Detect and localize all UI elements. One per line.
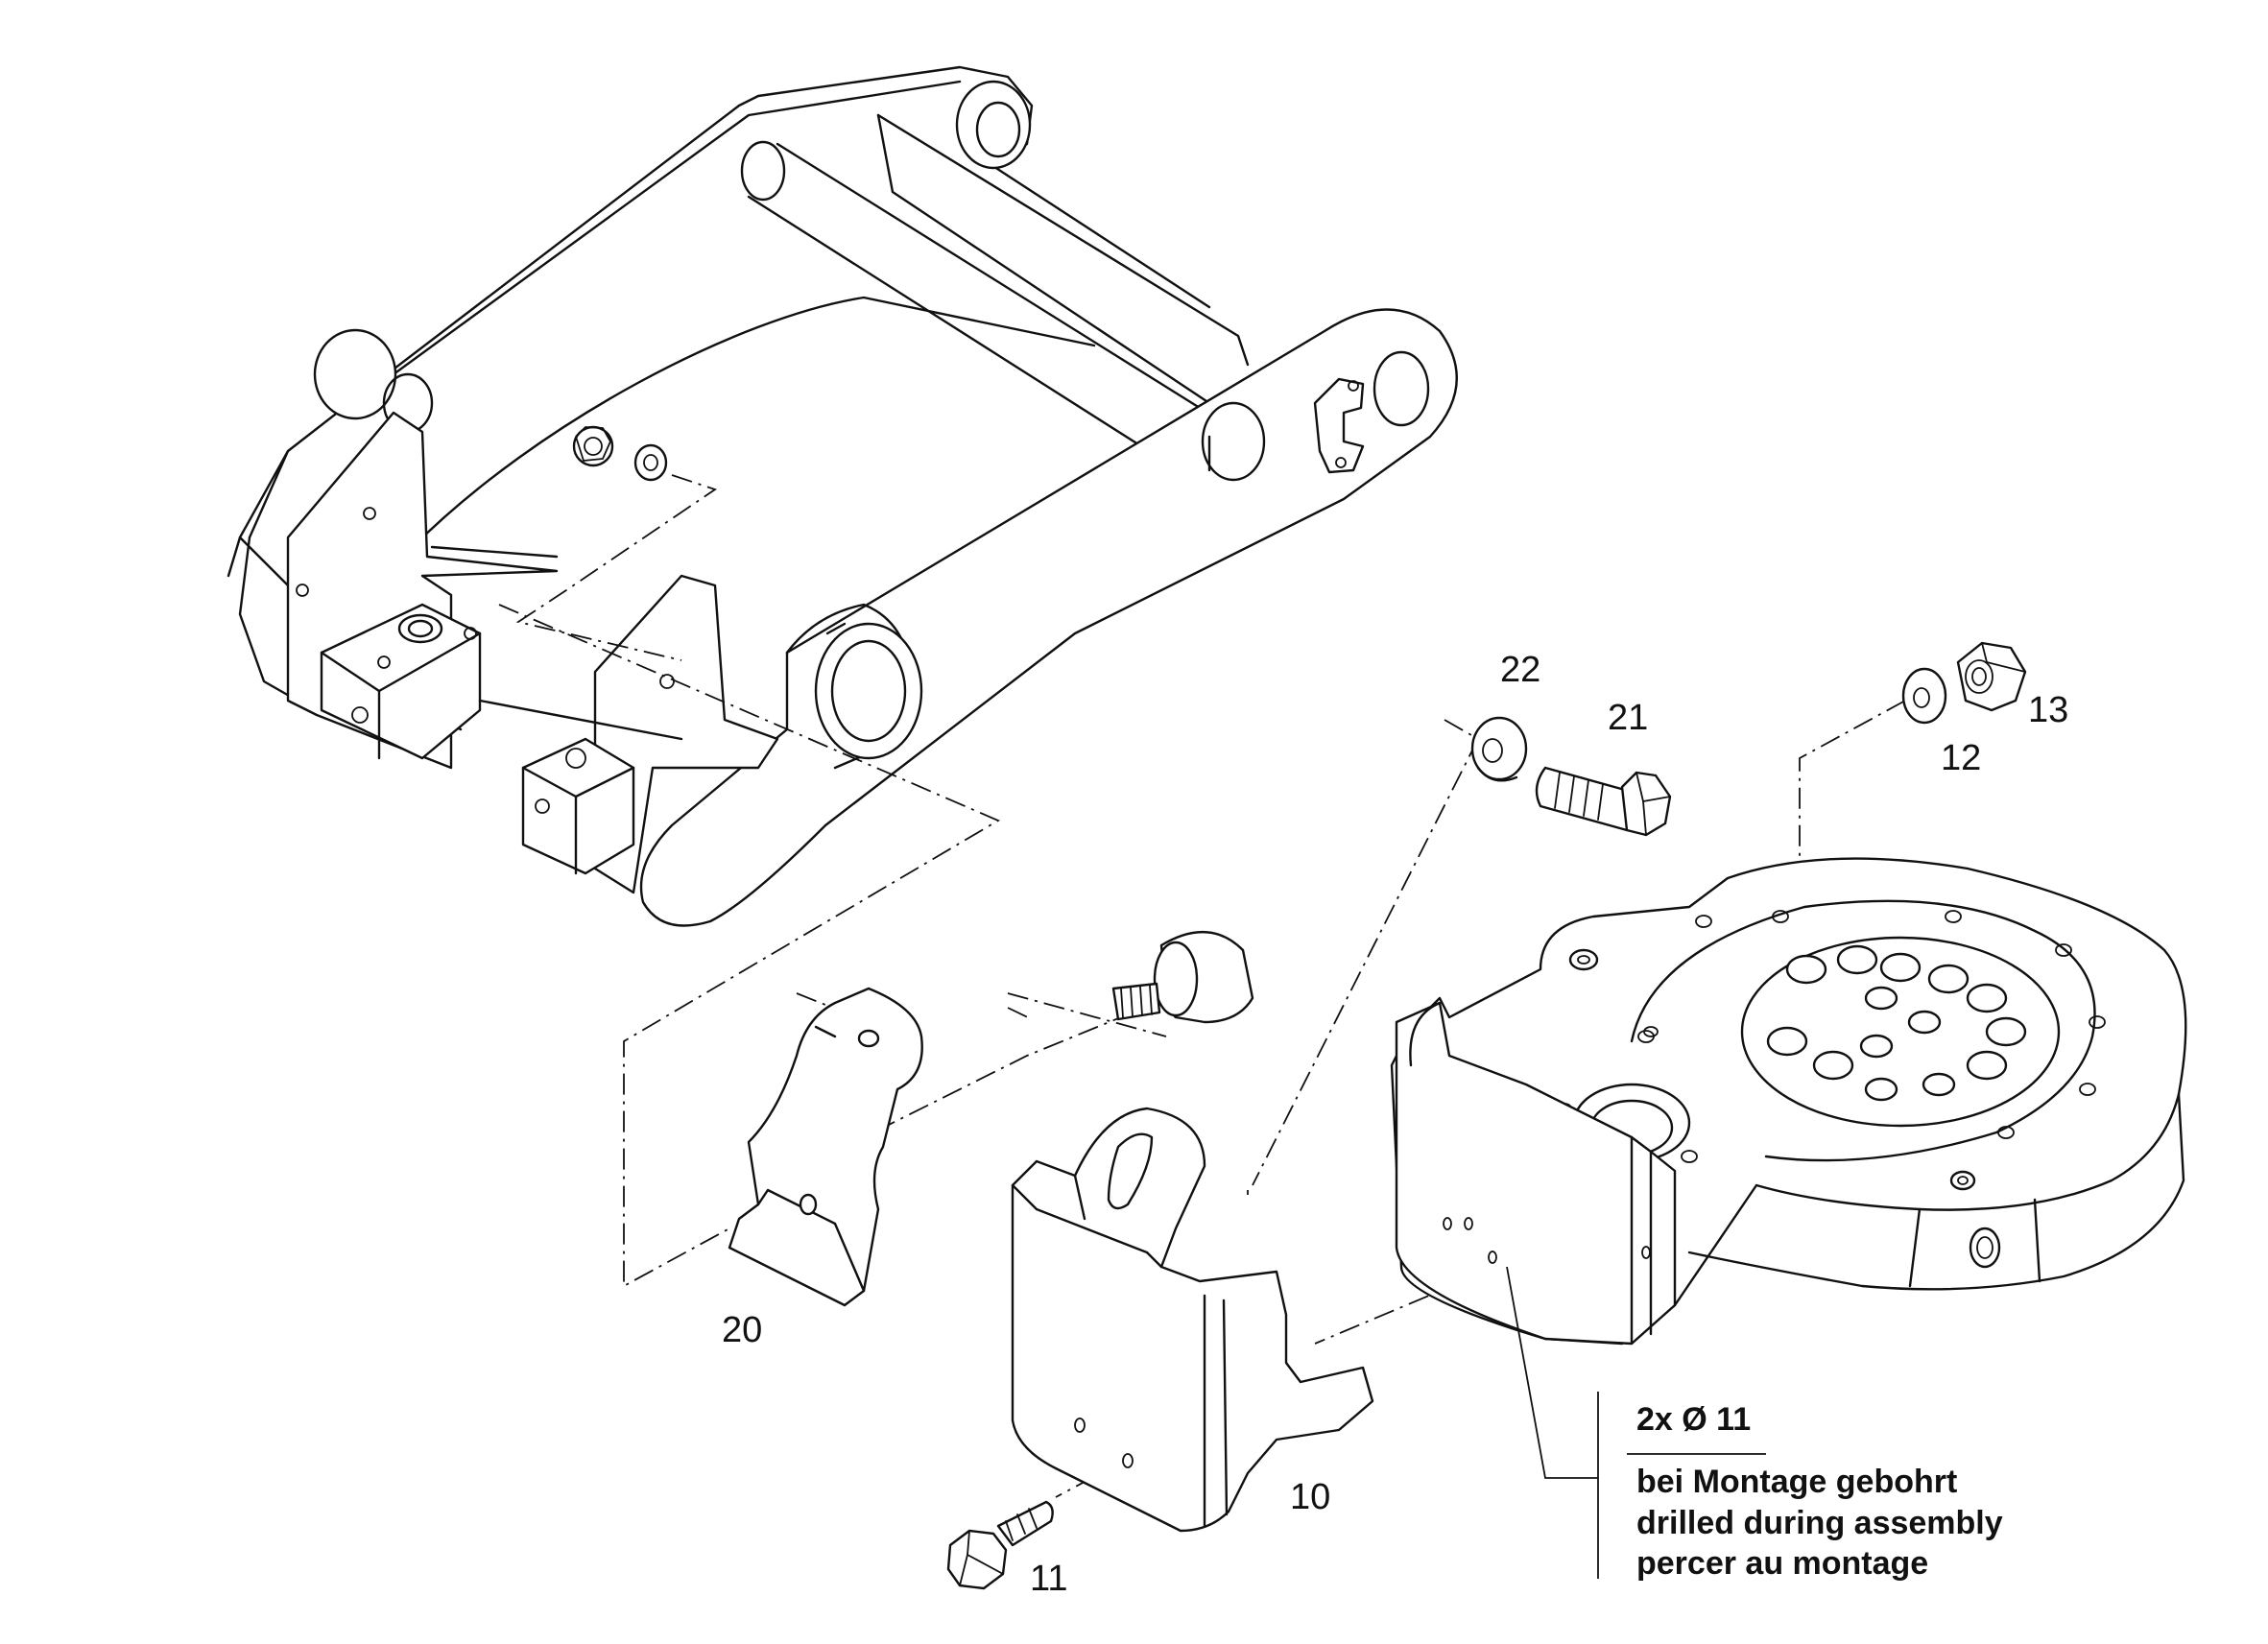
slewing-ring-housing bbox=[1390, 857, 2187, 1346]
bracket-part-20 bbox=[728, 987, 923, 1307]
note-line-en: drilled during assembly bbox=[1636, 1505, 2003, 1541]
leader-lines bbox=[1506, 1266, 1766, 1579]
callout-13: 13 bbox=[2028, 690, 2068, 730]
rubber-buffer bbox=[1111, 930, 1254, 1024]
drilling-note: 2x Ø 11 bei Montage gebohrt drilled duri… bbox=[1636, 1401, 2003, 1582]
callout-21: 21 bbox=[1608, 698, 1648, 738]
port-holes bbox=[1766, 944, 2027, 1102]
nut-part-13 bbox=[1956, 641, 2027, 712]
main-frame bbox=[227, 65, 1458, 927]
washer-part-12 bbox=[1901, 667, 1947, 725]
note-heading: 2x Ø 11 bbox=[1636, 1401, 1751, 1438]
callout-12: 12 bbox=[1941, 738, 1981, 778]
note-line-fr: percer au montage bbox=[1636, 1545, 1928, 1582]
bolt-part-21 bbox=[1535, 766, 1672, 837]
bolt-part-11 bbox=[946, 1500, 1054, 1590]
callout-20: 20 bbox=[722, 1310, 762, 1350]
callout-22: 22 bbox=[1500, 650, 1540, 690]
callout-11: 11 bbox=[1030, 1559, 1067, 1599]
note-line-de: bei Montage gebohrt bbox=[1636, 1464, 1957, 1500]
bracket-part-10 bbox=[1011, 1107, 1374, 1533]
callout-10: 10 bbox=[1290, 1477, 1330, 1517]
washer-part-22 bbox=[1470, 716, 1528, 782]
